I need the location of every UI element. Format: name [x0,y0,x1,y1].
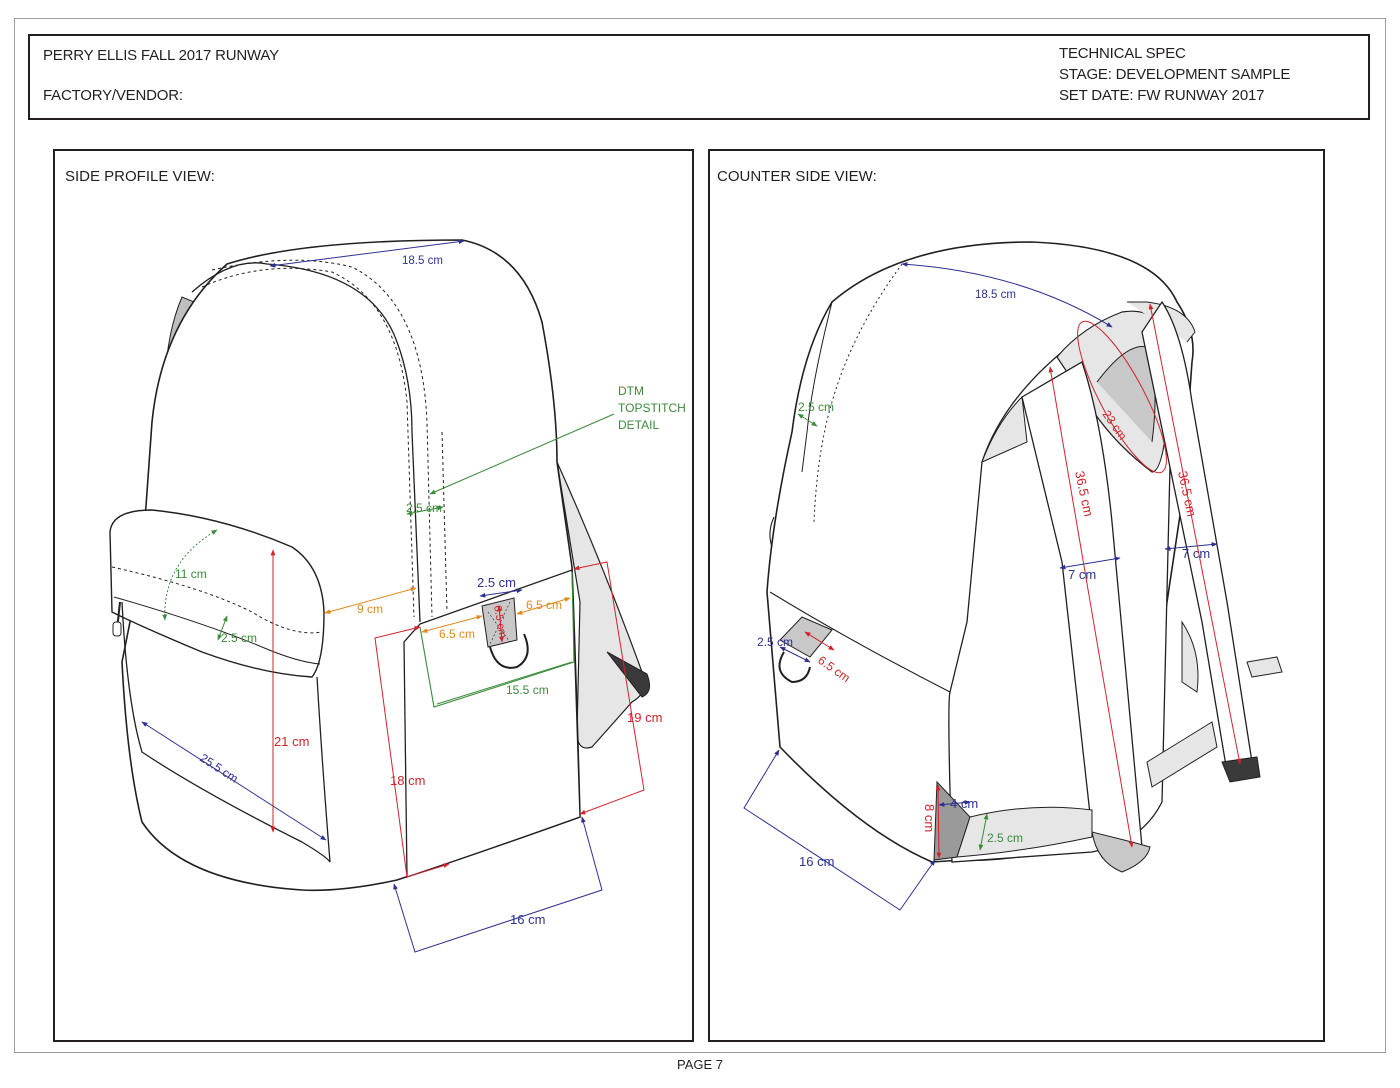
label-panel-width: 15.5 cm [506,683,549,697]
callout-line-1: DTM [618,384,644,398]
label-top-width: 18.5 cm [402,255,443,267]
dim-top-width-rear [901,261,1113,328]
label-corner-h: 8 cm [922,804,937,832]
label-loop-offset-right: 6.5 cm [526,598,562,612]
label-strap-left-w: 7 cm [1068,567,1096,582]
label-pocket-flap: 11 cm [175,567,207,581]
label-zip-tape-rear: 2.5 cm [798,400,834,414]
label-webbing: 2.5 cm [987,831,1023,845]
label-zip-tape: 2.5 cm [406,501,442,515]
dim-corner-h [935,784,942,859]
dim-side-height [573,561,645,815]
side-profile-panel: SIDE PROFILE VIEW: [53,149,694,1042]
label-loop-offset-left: 6.5 cm [439,627,475,641]
spec-header: PERRY ELLIS FALL 2017 RUNWAY FACTORY/VEN… [28,34,1370,120]
callout-line-2: TOPSTITCH [618,401,686,415]
label-corner-w: 4 cm [950,796,978,811]
dim-panel-width [436,661,573,705]
counter-side-panel: COUNTER SIDE VIEW: 18.5 cm 7 cm 7 [708,149,1325,1042]
label-pocket-gap: 9 cm [357,602,383,616]
label-strap-right-w: 7 cm [1182,546,1210,561]
dim-depth-rear [743,749,936,911]
callout-line-3: DETAIL [618,418,659,432]
dim-loop-width [479,588,523,598]
label-top-width-rear: 18.5 cm [975,289,1016,301]
label-depth: 16 cm [510,912,545,927]
dim-loop-offset-left [421,615,483,633]
collection-title: PERRY ELLIS FALL 2017 RUNWAY [43,47,279,64]
label-loop-height: 6.5 cm [491,604,509,639]
counter-side-title: COUNTER SIDE VIEW: [717,168,877,185]
dim-depth [393,816,603,953]
label-depth-rear: 16 cm [799,854,834,869]
page-number: PAGE 7 [676,1057,723,1072]
dim-corner-w [938,800,971,807]
label-flap-stitch: 2.5 cm [221,631,257,645]
dim-loop-width-rear [779,646,811,663]
dim-loop-len [804,631,835,651]
dim-strap-left-len [1048,366,1134,848]
label-side-height: 19 cm [627,710,662,725]
label-pocket-height: 21 cm [274,734,309,749]
dim-webbing [978,813,989,851]
page-frame [14,18,1386,1053]
side-profile-title: SIDE PROFILE VIEW: [65,168,215,185]
callout-leader [429,413,615,495]
dim-front-height [374,625,450,878]
dim-pocket-diag [141,721,327,841]
dim-loop-height [497,605,504,643]
dim-zip-tape-rear [797,413,818,427]
label-loop-width-rear: 2.5 cm [757,635,793,649]
dim-pocket-flap [162,529,218,621]
doc-type: TECHNICAL SPEC [1059,45,1186,62]
counter-side-drawing: 18.5 cm 7 cm 7 cm 2.5 cm 4 cm 16 cm 23 c… [743,241,1283,911]
dim-zip-tape [406,505,444,516]
dim-top-width [269,239,465,268]
dim-pocket-gap [324,587,417,614]
side-profile-drawing: 18.5 cm 25.5 cm 2.5 cm 16 cm 21 cm 18 cm… [109,239,686,953]
set-date-label: SET DATE: FW RUNWAY 2017 [1059,87,1265,104]
dim-flap-stitch [217,615,228,641]
stage-label: STAGE: DEVELOPMENT SAMPLE [1059,66,1291,83]
dim-loop-offset-right [516,597,571,615]
dim-strap-right-len [1148,303,1242,765]
label-front-height: 18 cm [390,773,425,788]
factory-vendor-label: FACTORY/VENDOR: [43,87,183,104]
label-loop-width: 2.5 cm [477,575,516,590]
